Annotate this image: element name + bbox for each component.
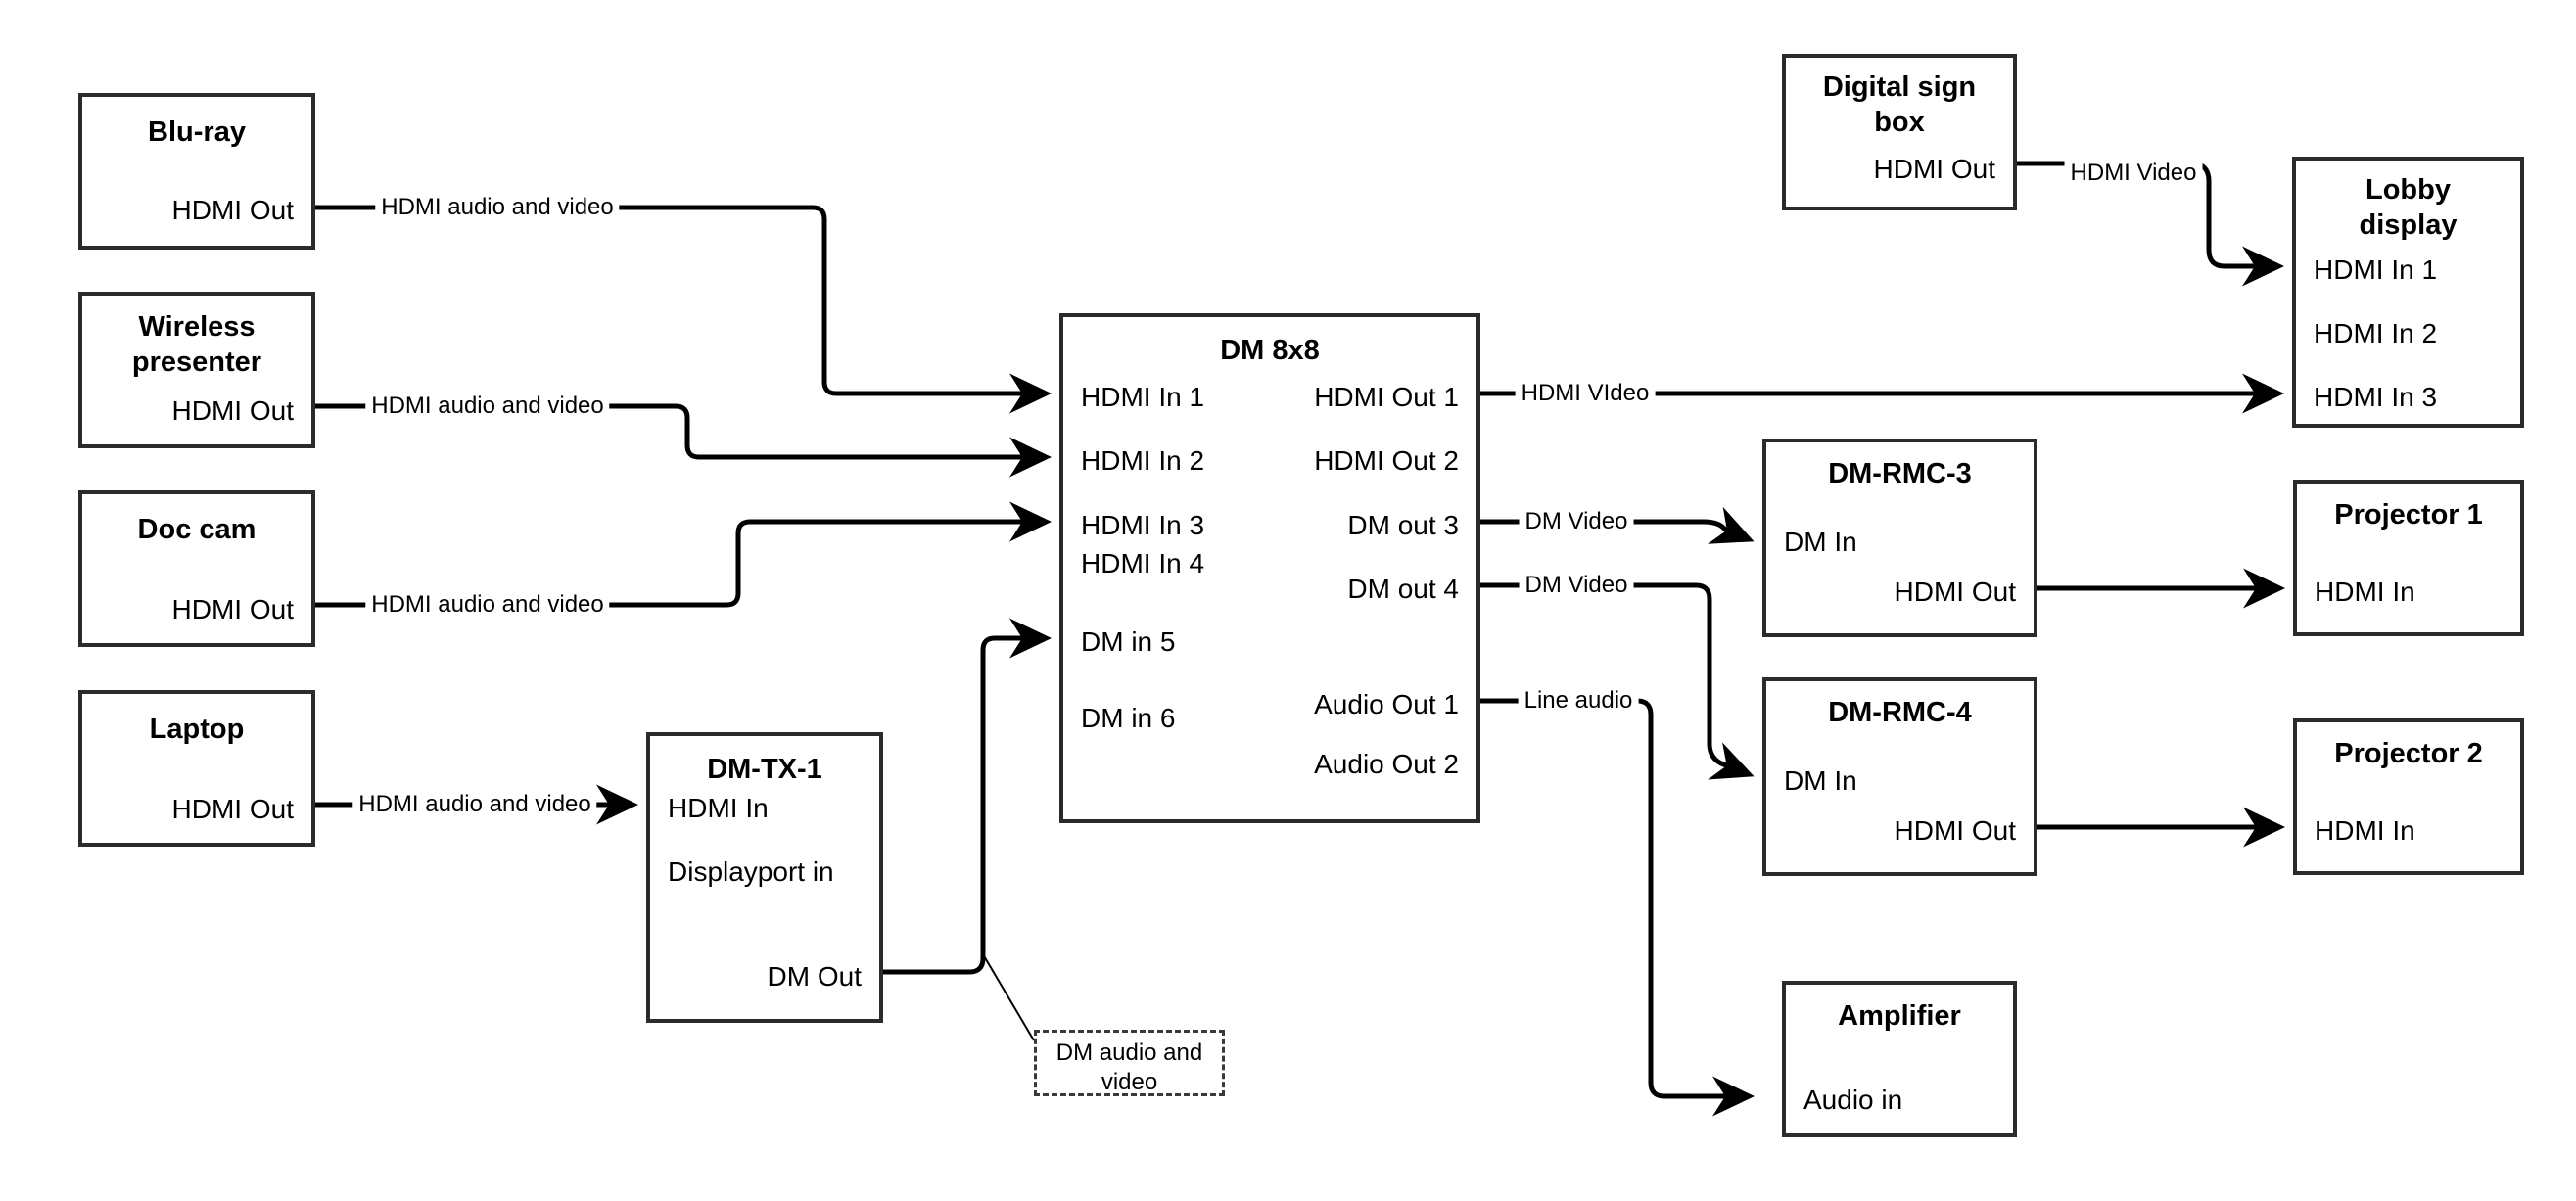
node-dm-8x8-port-hdmi-in-1[interactable]: HDMI In 1 [1081,382,1205,412]
edge-label-dm-out-3: DM Video [1519,508,1634,535]
node-wireless-presenter[interactable]: Wireless presenter HDMI Out [78,292,315,448]
node-dm-8x8-port-hdmi-in-4[interactable]: HDMI In 4 [1081,548,1205,578]
edge-dm8x8-to-rmc4 [1480,582,1755,780]
node-dm-tx-1[interactable]: DM-TX-1 HDMI In Displayport in DM Out [646,732,883,1023]
edge-label-digital-sign: HDMI Video [2064,160,2203,187]
node-dm-8x8-port-hdmi-out-1[interactable]: HDMI Out 1 [1314,382,1459,412]
edge-bluray-to-dm8x8 [315,205,1052,414]
node-lobby-display-title: Lobby display [2359,174,2458,241]
node-dm-8x8-port-hdmi-in-3[interactable]: HDMI In 3 [1081,510,1205,540]
node-dm-8x8-port-dm-in-5[interactable]: DM in 5 [1081,626,1176,657]
node-dm-8x8-port-hdmi-in-2[interactable]: HDMI In 2 [1081,445,1205,476]
node-projector-2-port-hdmi-in[interactable]: HDMI In [2315,815,2415,846]
node-bluray-title: Blu-ray [148,116,246,148]
node-bluray[interactable]: Blu-ray HDMI Out [78,93,315,250]
edge-label-wireless: HDMI audio and video [365,393,610,420]
node-dm-8x8-port-audio-out-2[interactable]: Audio Out 2 [1314,749,1459,779]
node-amplifier-port-audio-in[interactable]: Audio in [1803,1085,1903,1115]
node-dm-8x8-port-hdmi-out-2[interactable]: HDMI Out 2 [1314,445,1459,476]
node-dm-rmc-3-title: DM-RMC-3 [1828,458,1972,489]
node-digital-sign-box[interactable]: Digital sign box HDMI Out [1782,54,2017,210]
node-laptop-port-hdmi-out[interactable]: HDMI Out [171,794,294,824]
edge-dmtx1-to-dm8x8 [883,618,1052,975]
node-dm-tx-1-port-displayport-in[interactable]: Displayport in [668,856,834,887]
node-digital-sign-box-title: Digital sign box [1822,71,1977,138]
node-dm-tx-1-title: DM-TX-1 [707,754,822,785]
node-dm-8x8-port-dm-out-3[interactable]: DM out 3 [1347,510,1459,540]
node-dm-rmc-4-port-dm-in[interactable]: DM In [1784,765,1857,796]
note-dm-audio-and-video-text: DM audio and video [1055,1039,1203,1095]
edge-label-laptop: HDMI audio and video [352,791,597,818]
node-laptop[interactable]: Laptop HDMI Out [78,690,315,847]
node-projector-2[interactable]: Projector 2 HDMI In [2293,718,2524,875]
node-lobby-display-port-hdmi-in-2[interactable]: HDMI In 2 [2314,318,2438,348]
node-bluray-port-hdmi-out[interactable]: HDMI Out [171,195,294,225]
node-dm-rmc-4-port-hdmi-out[interactable]: HDMI Out [1894,815,2016,846]
node-dm-8x8-port-audio-out-1[interactable]: Audio Out 1 [1314,689,1459,719]
edge-dm8x8-to-amplifier [1480,698,1755,1117]
node-projector-2-title: Projector 2 [2334,738,2483,769]
note-leader-line [982,953,1035,1041]
node-lobby-display[interactable]: Lobby display HDMI In 1 HDMI In 2 HDMI I… [2292,157,2524,428]
node-wireless-presenter-port-hdmi-out[interactable]: HDMI Out [171,395,294,426]
node-amplifier[interactable]: Amplifier Audio in [1782,981,2017,1137]
node-laptop-title: Laptop [149,714,245,745]
node-dm-rmc-3[interactable]: DM-RMC-3 DM In HDMI Out [1762,439,2037,637]
edge-label-audio-out-1: Line audio [1518,687,1639,715]
node-dm-rmc-4[interactable]: DM-RMC-4 DM In HDMI Out [1762,677,2037,876]
node-dm-8x8-port-dm-in-6[interactable]: DM in 6 [1081,703,1176,733]
node-projector-1-port-hdmi-in[interactable]: HDMI In [2315,577,2415,607]
node-dm-8x8[interactable]: DM 8x8 HDMI In 1 HDMI In 2 HDMI In 3 HDM… [1059,313,1480,823]
note-dm-audio-and-video: DM audio and video [1034,1030,1225,1096]
edge-doccam-to-dm8x8 [315,501,1052,608]
node-doc-cam-port-hdmi-out[interactable]: HDMI Out [171,594,294,624]
node-dm-8x8-title: DM 8x8 [1220,335,1320,366]
node-dm-8x8-port-dm-out-4[interactable]: DM out 4 [1347,574,1459,604]
node-lobby-display-port-hdmi-in-1[interactable]: HDMI In 1 [2314,254,2438,285]
node-doc-cam[interactable]: Doc cam HDMI Out [78,490,315,647]
node-dm-rmc-3-port-dm-in[interactable]: DM In [1784,527,1857,557]
edge-wireless-to-dm8x8 [315,403,1052,478]
edge-label-dm-out-4: DM Video [1519,572,1634,599]
node-amplifier-title: Amplifier [1838,1000,1961,1032]
edge-label-bluray: HDMI audio and video [375,194,620,221]
node-dm-rmc-4-title: DM-RMC-4 [1828,697,1972,728]
node-dm-tx-1-port-dm-out[interactable]: DM Out [767,961,862,992]
node-dm-tx-1-port-hdmi-in[interactable]: HDMI In [668,793,769,823]
edge-label-dm8x8-hdmi-out-1: HDMI VIdeo [1515,380,1656,407]
edge-label-doccam: HDMI audio and video [365,591,610,619]
node-wireless-presenter-title: Wireless presenter [131,311,262,378]
node-lobby-display-port-hdmi-in-3[interactable]: HDMI In 3 [2314,382,2438,412]
node-digital-sign-box-port-hdmi-out[interactable]: HDMI Out [1873,154,1995,184]
node-doc-cam-title: Doc cam [137,514,257,545]
node-projector-1[interactable]: Projector 1 HDMI In [2293,480,2524,636]
node-dm-rmc-3-port-hdmi-out[interactable]: HDMI Out [1894,577,2016,607]
node-projector-1-title: Projector 1 [2334,499,2483,531]
edge-dm8x8-to-rmc3 [1480,506,1755,544]
